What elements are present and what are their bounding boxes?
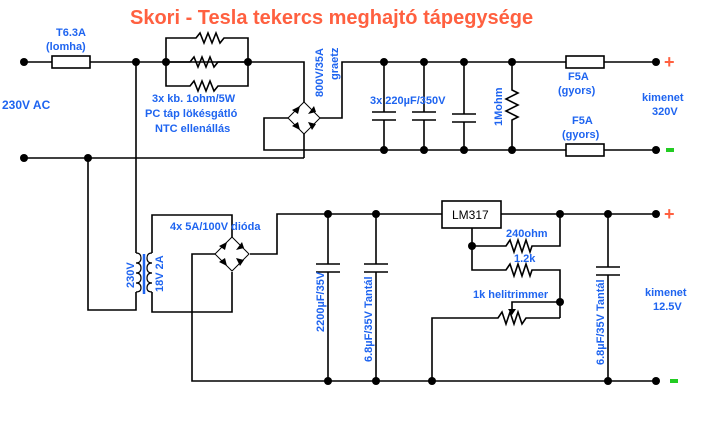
input-fuse: [51, 55, 91, 69]
lm317-label: LM317: [452, 208, 489, 222]
transformer-primary-return: [87, 158, 137, 311]
junction-node: [556, 298, 564, 306]
output-fuse-plus-rating: F5A: [568, 71, 589, 83]
lv-minus-sign: [670, 379, 678, 383]
trimmer-potentiometer: [431, 309, 560, 381]
ac-input-terminal-bottom: [20, 154, 28, 162]
tantalum-capacitor-out: [596, 214, 620, 381]
hv-output-voltage: 320V: [652, 106, 678, 118]
ntc-resistor-bank: [165, 30, 249, 94]
tantalum-capacitor-out-label: 6.8µF/35V Tantál: [595, 279, 607, 365]
junction-node: [372, 377, 380, 385]
output-fuse-minus-type: (gyors): [562, 129, 600, 141]
hv-output-terminal-plus: [652, 58, 660, 66]
hv-capacitor-bank: [372, 62, 476, 150]
junction-node: [508, 58, 516, 66]
junction-node: [380, 146, 388, 154]
junction-node: [420, 146, 428, 154]
lv-negative-rail: [191, 253, 656, 382]
ntc-label-line1: 3x kb. 1ohm/5W: [152, 93, 236, 105]
lv-output-terminal-minus: [652, 377, 660, 385]
output-fuse-plus-type: (gyors): [558, 85, 596, 97]
trimmer-wiper-wire: [511, 301, 560, 310]
hv-output-label: kimenet: [642, 92, 684, 104]
bleeder-resistor: [504, 62, 520, 150]
bridge-rectifier-lv: [214, 236, 250, 272]
input-fuse-rating: T6.3A: [56, 27, 86, 39]
input-fuse-type: (lomha): [46, 41, 86, 53]
resistor-240ohm-label: 240ohm: [506, 228, 548, 240]
resistor-240ohm: [472, 214, 561, 255]
lv-plus-sign: +: [664, 204, 675, 224]
lv-positive-rail: [250, 213, 442, 255]
trimmer-label: 1k helitrimmer: [473, 289, 549, 301]
schematic-title: Skori - Tesla tekercs meghajtó tápegység…: [130, 7, 533, 29]
junction-node: [324, 377, 332, 385]
hv-capacitor-label: 3x 220µF/350V: [370, 95, 446, 107]
trimmer-wiper-arrow: [508, 309, 516, 315]
bleeder-label: 1Mohm: [493, 87, 505, 126]
filter-capacitor-label: 2200µF/35V: [315, 271, 327, 332]
filter-capacitor: [316, 214, 340, 381]
output-fuse-minus-rating: F5A: [572, 115, 593, 127]
output-fuse-plus: [565, 55, 605, 69]
resistor-1-2k: [471, 228, 561, 318]
ac-input-terminal-top: [20, 58, 28, 66]
tantalum-capacitor-in: [364, 214, 388, 381]
ntc-label-line3: NTC ellenállás: [155, 123, 230, 135]
lv-output-terminal-plus: [652, 210, 660, 218]
junction-node: [380, 58, 388, 66]
junction-node: [604, 210, 612, 218]
lv-output-label: kimenet: [645, 287, 687, 299]
junction-node: [604, 377, 612, 385]
lv-output-voltage: 12.5V: [653, 301, 682, 313]
junction-node: [460, 58, 468, 66]
bridge-hv-rating: 800V/35A: [314, 48, 326, 97]
junction-node: [468, 242, 476, 250]
ac-input-label: 230V AC: [2, 98, 51, 112]
output-fuse-minus: [565, 143, 605, 157]
junction-node: [324, 210, 332, 218]
junction-node: [428, 377, 436, 385]
bridge-rectifier-hv: [287, 101, 321, 135]
ntc-label-line2: PC táp lökésgátló: [145, 108, 238, 120]
junction-node: [508, 146, 516, 154]
junction-node: [460, 146, 468, 154]
bridge-lv-label: 4x 5A/100V dióda: [170, 221, 261, 233]
bridge-hv-ac1-wire: [248, 61, 305, 102]
transformer: [135, 252, 153, 294]
junction-node: [372, 210, 380, 218]
hv-output-terminal-minus: [652, 146, 660, 154]
tantalum-capacitor-in-label: 6.8µF/35V Tantál: [363, 276, 375, 362]
resistor-1-2k-label: 1.2k: [514, 253, 536, 265]
junction-node: [556, 210, 564, 218]
secondary-top-wire: [151, 214, 233, 253]
transformer-primary-label: 230V: [125, 262, 137, 288]
transformer-secondary-label: 18V 2A: [154, 255, 166, 292]
hv-plus-sign: +: [664, 52, 675, 72]
hv-positive-rail: [320, 61, 566, 119]
junction-node: [420, 58, 428, 66]
hv-minus-sign: [666, 148, 674, 152]
bridge-hv-name: graetz: [329, 47, 341, 80]
